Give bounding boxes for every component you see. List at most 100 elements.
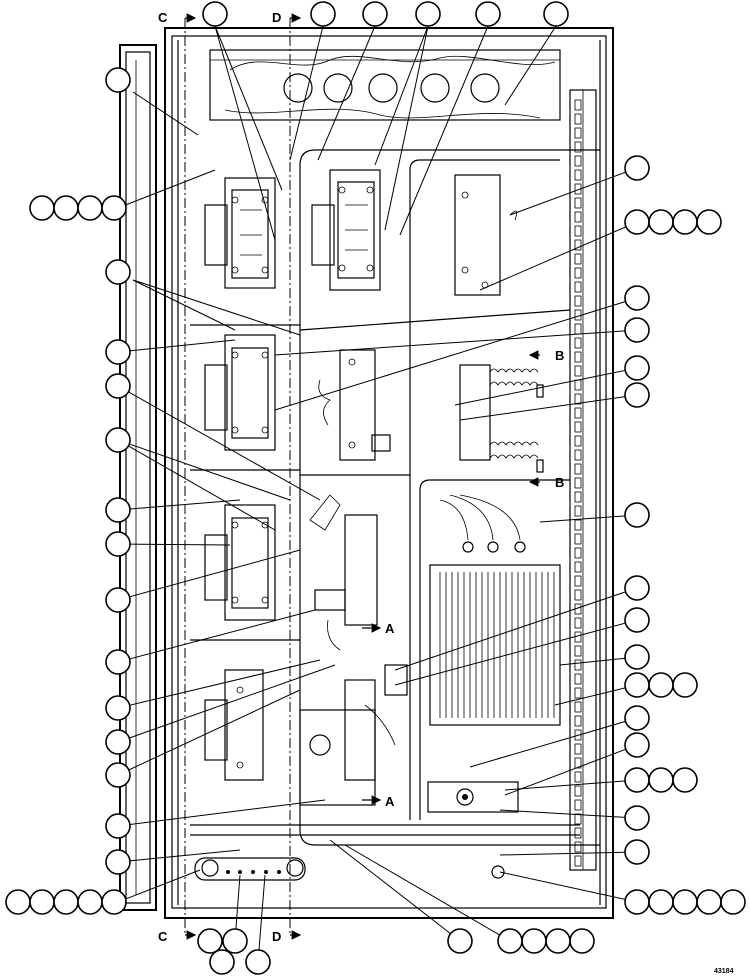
resistor-coils (459, 364, 544, 473)
terminal-segment (574, 645, 582, 657)
callout-balloon (624, 732, 650, 758)
callout-balloon (672, 889, 698, 915)
callout-balloon (202, 1, 228, 27)
callout-balloon (648, 889, 674, 915)
terminal-segment (574, 757, 582, 769)
terminal-segment (574, 855, 582, 867)
callout-balloon (648, 672, 674, 698)
terminal-segment (574, 743, 582, 755)
callout-balloon (105, 813, 131, 839)
terminal-segment (574, 197, 582, 209)
callout-balloon (497, 928, 523, 954)
terminal-segment (574, 449, 582, 461)
terminal-segment (574, 589, 582, 601)
section-label-a-upper: A (385, 621, 395, 636)
mounting-bracket (454, 174, 518, 296)
callout-balloon (624, 607, 650, 633)
section-label-c-top: C (158, 10, 168, 25)
terminal-segment (574, 813, 582, 825)
callout-balloon (624, 767, 650, 793)
terminal-segment (574, 169, 582, 181)
callout-balloon (624, 839, 650, 865)
callout-balloon (569, 928, 595, 954)
section-label-d-top: D (272, 10, 281, 25)
terminal-segment (574, 351, 582, 363)
terminal-segment (574, 799, 582, 811)
relay-5 (204, 669, 264, 781)
ground-bus-bar (194, 857, 505, 881)
callout-balloon (197, 928, 223, 954)
callout-balloon (222, 928, 248, 954)
terminal-segment (574, 491, 582, 503)
callout-balloon (672, 767, 698, 793)
switch-module-2 (309, 494, 378, 651)
right-terminal-strip (569, 89, 597, 871)
callout-balloon (415, 1, 441, 27)
terminal-segment (574, 533, 582, 545)
callout-balloon (105, 649, 131, 675)
terminal-segment (574, 547, 582, 559)
callout-balloon (624, 644, 650, 670)
relay-2 (311, 169, 381, 291)
section-label-b-upper: B (555, 348, 564, 363)
terminal-segment (574, 141, 582, 153)
terminal-segment (574, 477, 582, 489)
callout-balloon (624, 355, 650, 381)
callout-balloon (105, 587, 131, 613)
callout-balloon (624, 502, 650, 528)
terminal-segment (574, 659, 582, 671)
callout-balloon (105, 373, 131, 399)
terminal-segment (574, 561, 582, 573)
terminal-segment (574, 435, 582, 447)
terminal-segment (574, 673, 582, 685)
terminal-segment (574, 155, 582, 167)
callout-balloon (77, 195, 103, 221)
callout-balloon (521, 928, 547, 954)
callout-balloon (53, 195, 79, 221)
top-cable-duct (209, 49, 561, 121)
terminal-segment (574, 421, 582, 433)
section-label-a-lower: A (385, 794, 395, 809)
terminal-segment (574, 631, 582, 643)
callout-balloon (77, 889, 103, 915)
callout-balloon (105, 427, 131, 453)
terminal-segment (574, 771, 582, 783)
terminal-segment (574, 253, 582, 265)
callout-balloon (105, 729, 131, 755)
callout-balloon (624, 805, 650, 831)
relay-1 (204, 177, 276, 289)
terminal-segment (574, 211, 582, 223)
callout-balloon (624, 382, 650, 408)
terminal-segment (574, 505, 582, 517)
terminal-segment (574, 239, 582, 251)
callout-balloon (101, 195, 127, 221)
terminal-segment (574, 337, 582, 349)
callout-balloon (624, 285, 650, 311)
callout-balloon (624, 575, 650, 601)
heat-sink (429, 494, 561, 726)
figure-id: 43184 (714, 968, 734, 975)
terminal-segment (574, 701, 582, 713)
callout-balloon (5, 889, 31, 915)
callout-balloon (105, 497, 131, 523)
callout-balloon (672, 672, 698, 698)
callout-balloon (624, 155, 650, 181)
callout-balloon (648, 767, 674, 793)
relay-4 (204, 504, 276, 621)
terminal-segment (574, 575, 582, 587)
callout-balloon (475, 1, 501, 27)
terminal-segment (574, 99, 582, 111)
callout-balloon (105, 67, 131, 93)
callout-balloon (29, 195, 55, 221)
callout-balloons (5, 1, 746, 975)
callout-balloon (245, 949, 271, 975)
terminal-segment (574, 309, 582, 321)
terminal-segment (574, 393, 582, 405)
callout-balloon (105, 762, 131, 788)
terminal-segment (574, 127, 582, 139)
callout-balloon (105, 849, 131, 875)
terminal-segment (574, 785, 582, 797)
callout-balloon (696, 889, 722, 915)
terminal-segment (574, 715, 582, 727)
